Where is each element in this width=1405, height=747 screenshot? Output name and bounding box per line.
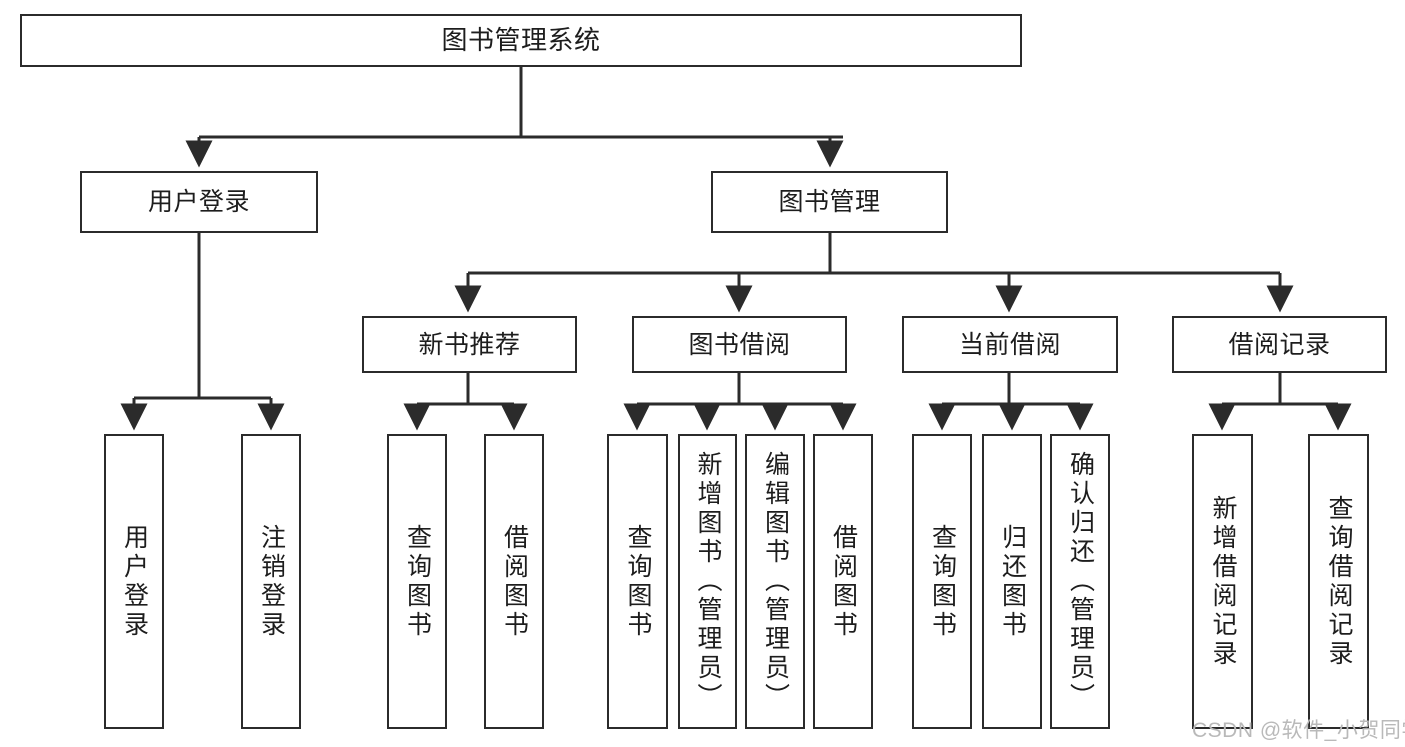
node-book-manage-label: 图书管理 bbox=[778, 188, 881, 216]
node-book-borrow[interactable]: 图书借阅 bbox=[632, 316, 847, 373]
csdn-watermark: CSDN @软件_小贺同学 bbox=[1192, 719, 1405, 742]
node-leaf-edit-book[interactable]: 编辑图书（管理员） bbox=[745, 434, 805, 729]
node-user-login-label: 用户登录 bbox=[147, 188, 250, 216]
node-leaf-logout[interactable]: 注销登录 bbox=[241, 434, 301, 729]
node-leaf-query-book-3-label: 查询图书 bbox=[928, 523, 957, 640]
node-leaf-confirm-return[interactable]: 确认归还（管理员） bbox=[1050, 434, 1110, 729]
node-leaf-query-book-1[interactable]: 查询图书 bbox=[387, 434, 447, 729]
node-leaf-confirm-return-label: 确认归还（管理员） bbox=[1066, 451, 1095, 712]
node-leaf-add-record[interactable]: 新增借阅记录 bbox=[1192, 434, 1253, 729]
node-leaf-query-book-3[interactable]: 查询图书 bbox=[912, 434, 972, 729]
node-current-borrow-label: 当前借阅 bbox=[958, 330, 1061, 359]
node-new-book-recommend-label: 新书推荐 bbox=[418, 330, 521, 359]
node-leaf-borrow-book-2-label: 借阅图书 bbox=[829, 523, 858, 640]
node-leaf-edit-book-label: 编辑图书（管理员） bbox=[761, 451, 790, 712]
node-current-borrow[interactable]: 当前借阅 bbox=[902, 316, 1118, 373]
node-new-book-recommend[interactable]: 新书推荐 bbox=[362, 316, 577, 373]
node-leaf-add-record-label: 新增借阅记录 bbox=[1209, 494, 1237, 669]
node-leaf-query-book-2[interactable]: 查询图书 bbox=[607, 434, 668, 729]
node-leaf-query-record[interactable]: 查询借阅记录 bbox=[1308, 434, 1369, 729]
node-leaf-logout-label: 注销登录 bbox=[257, 523, 286, 640]
node-leaf-return-book-label: 归还图书 bbox=[998, 523, 1027, 640]
node-leaf-query-book-2-label: 查询图书 bbox=[624, 523, 652, 640]
node-leaf-query-record-label: 查询借阅记录 bbox=[1325, 494, 1353, 669]
node-leaf-add-book[interactable]: 新增图书（管理员） bbox=[678, 434, 737, 729]
node-book-manage[interactable]: 图书管理 bbox=[711, 171, 948, 233]
node-book-borrow-label: 图书借阅 bbox=[688, 330, 791, 359]
node-root-label: 图书管理系统 bbox=[441, 24, 601, 55]
node-root[interactable]: 图书管理系统 bbox=[20, 14, 1022, 67]
node-leaf-borrow-book-1-label: 借阅图书 bbox=[500, 523, 529, 640]
node-leaf-query-book-1-label: 查询图书 bbox=[403, 523, 432, 640]
node-leaf-add-book-label: 新增图书（管理员） bbox=[694, 451, 722, 712]
node-leaf-borrow-book-1[interactable]: 借阅图书 bbox=[484, 434, 544, 729]
node-leaf-return-book[interactable]: 归还图书 bbox=[982, 434, 1042, 729]
node-borrow-record[interactable]: 借阅记录 bbox=[1172, 316, 1387, 373]
node-borrow-record-label: 借阅记录 bbox=[1228, 330, 1331, 359]
node-leaf-borrow-book-2[interactable]: 借阅图书 bbox=[813, 434, 873, 729]
node-leaf-user-login[interactable]: 用户登录 bbox=[104, 434, 164, 729]
node-leaf-user-login-label: 用户登录 bbox=[120, 523, 149, 640]
node-user-login[interactable]: 用户登录 bbox=[80, 171, 318, 233]
